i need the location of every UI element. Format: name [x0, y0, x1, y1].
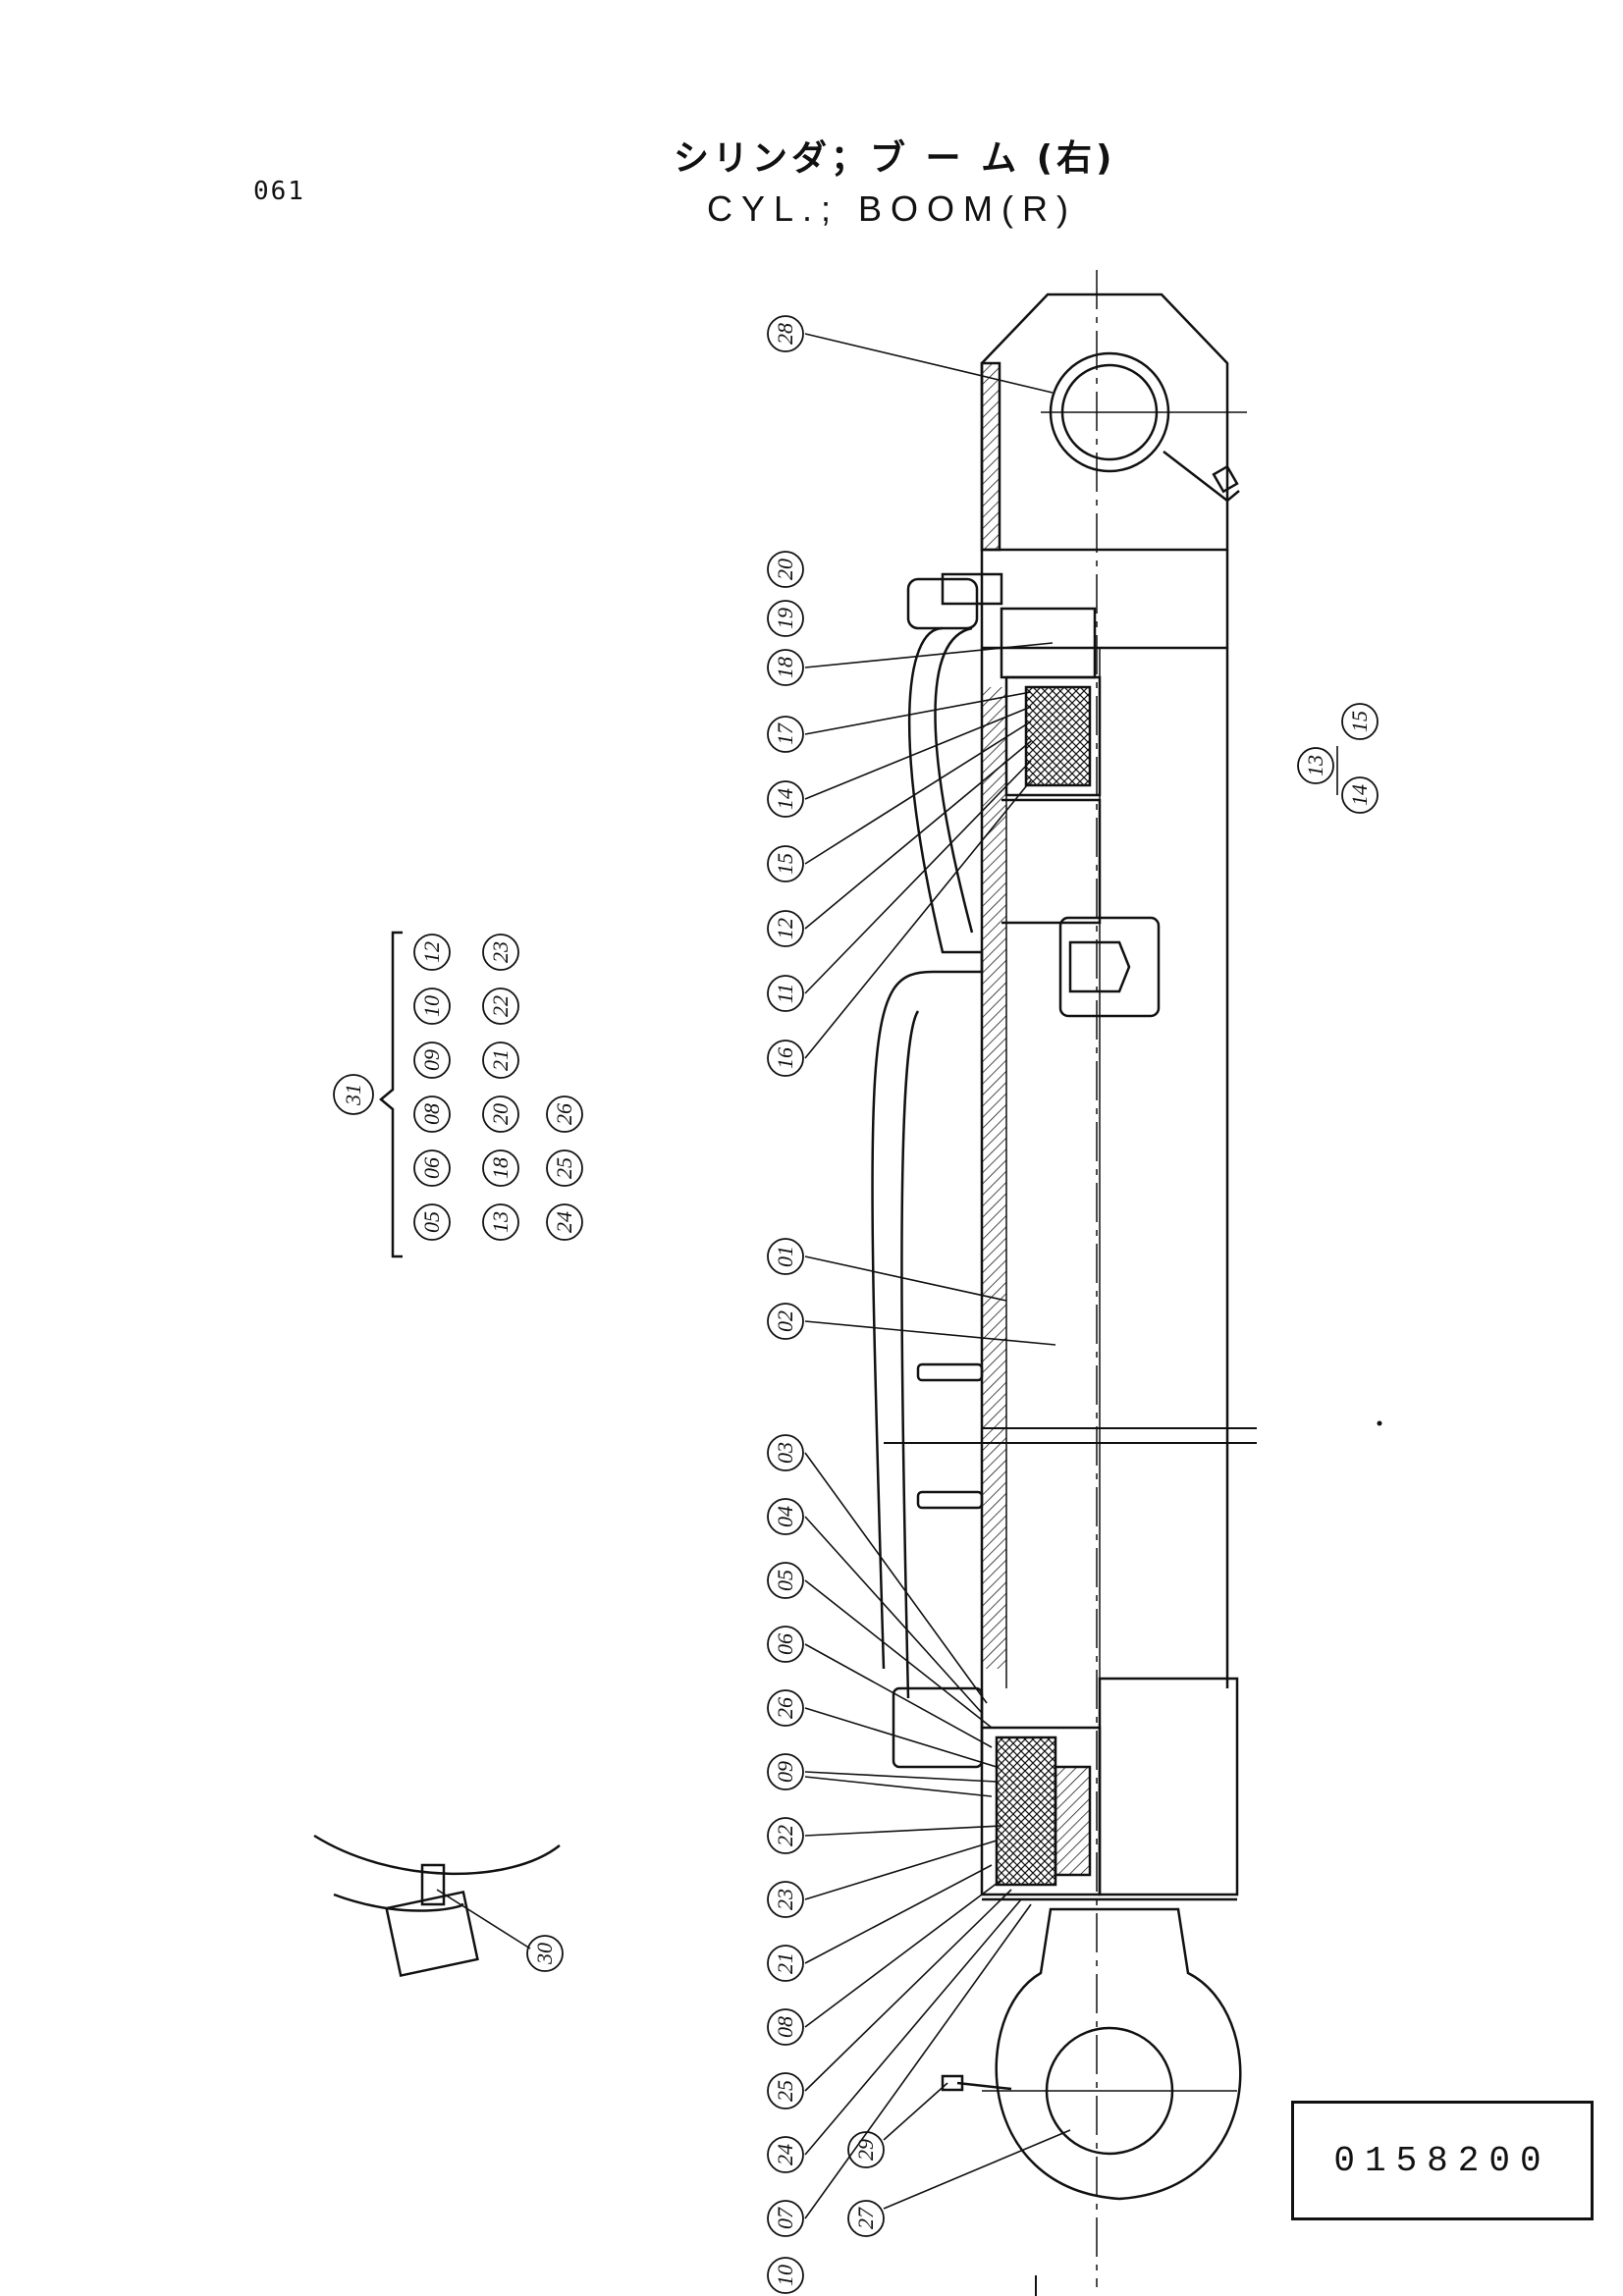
callout-26: 26 — [773, 1697, 797, 1719]
kit-item-21: 21 — [488, 1049, 513, 1071]
tube-pipe — [871, 626, 984, 1670]
kit-item-24: 24 — [552, 1211, 576, 1233]
callout-21: 21 — [773, 1952, 797, 1974]
callout-29: 29 — [853, 2139, 878, 2161]
callout-03: 03 — [773, 1442, 797, 1464]
callout-07: 07 — [773, 2207, 797, 2229]
callout-28: 28 — [773, 323, 797, 345]
callout-r13: 13 — [1303, 755, 1327, 776]
callout-24: 24 — [773, 2144, 797, 2165]
rod-eye — [995, 1907, 1242, 2201]
kit-item-08: 08 — [419, 1103, 444, 1125]
callout-01: 01 — [773, 1246, 797, 1267]
kit-brace — [379, 931, 403, 1258]
title-japanese: シリンダ；ブ ー ム (右) — [674, 138, 1116, 179]
callout-25: 25 — [773, 2080, 797, 2102]
callout-06: 06 — [773, 1633, 797, 1655]
kit-item-18: 18 — [488, 1157, 513, 1179]
callout-23: 23 — [773, 1889, 797, 1910]
part-number-box: 0158200 — [1291, 2101, 1594, 2220]
callout-04: 04 — [773, 1506, 797, 1527]
callout-17: 17 — [773, 722, 797, 745]
callout-27: 27 — [853, 2207, 878, 2229]
callout-20: 20 — [773, 559, 797, 580]
callout-08: 08 — [773, 2016, 797, 2038]
grease-fitting-detail — [313, 1834, 561, 1876]
page-number: 061 — [253, 177, 305, 206]
kit-item-20: 20 — [488, 1103, 513, 1125]
callout-11: 11 — [773, 984, 797, 1003]
callout-12: 12 — [773, 918, 797, 939]
callout-09: 09 — [773, 1761, 797, 1783]
kit-item-05: 05 — [419, 1211, 444, 1233]
callout-16: 16 — [773, 1047, 797, 1069]
kit-item-26: 26 — [552, 1103, 576, 1125]
callout-30: 30 — [532, 1943, 557, 1965]
cylinder-head — [1098, 1677, 1239, 1896]
callout-r15: 15 — [1347, 711, 1372, 732]
callout-kit-31: 31 — [341, 1084, 365, 1106]
kit-item-25: 25 — [552, 1157, 576, 1179]
kit-item-09: 09 — [419, 1049, 444, 1071]
kit-item-10: 10 — [419, 995, 444, 1017]
callout-05: 05 — [773, 1570, 797, 1591]
callout-15: 15 — [773, 853, 797, 875]
callout-14: 14 — [773, 788, 797, 810]
kit-item-12: 12 — [419, 941, 444, 963]
kit-item-22: 22 — [488, 995, 513, 1017]
callout-22: 22 — [773, 1825, 797, 1846]
callout-r14: 14 — [1347, 784, 1372, 806]
tube-end-head — [980, 293, 1229, 552]
callout-02: 02 — [773, 1310, 797, 1332]
callout-18: 18 — [773, 657, 797, 678]
kit-item-06: 06 — [419, 1157, 444, 1179]
callout-10: 10 — [773, 2265, 797, 2286]
title-english: CYL.; BOOM(R) — [707, 188, 1078, 229]
callout-19: 19 — [773, 608, 797, 629]
kit-item-23: 23 — [488, 941, 513, 963]
kit-item-13: 13 — [488, 1211, 513, 1233]
